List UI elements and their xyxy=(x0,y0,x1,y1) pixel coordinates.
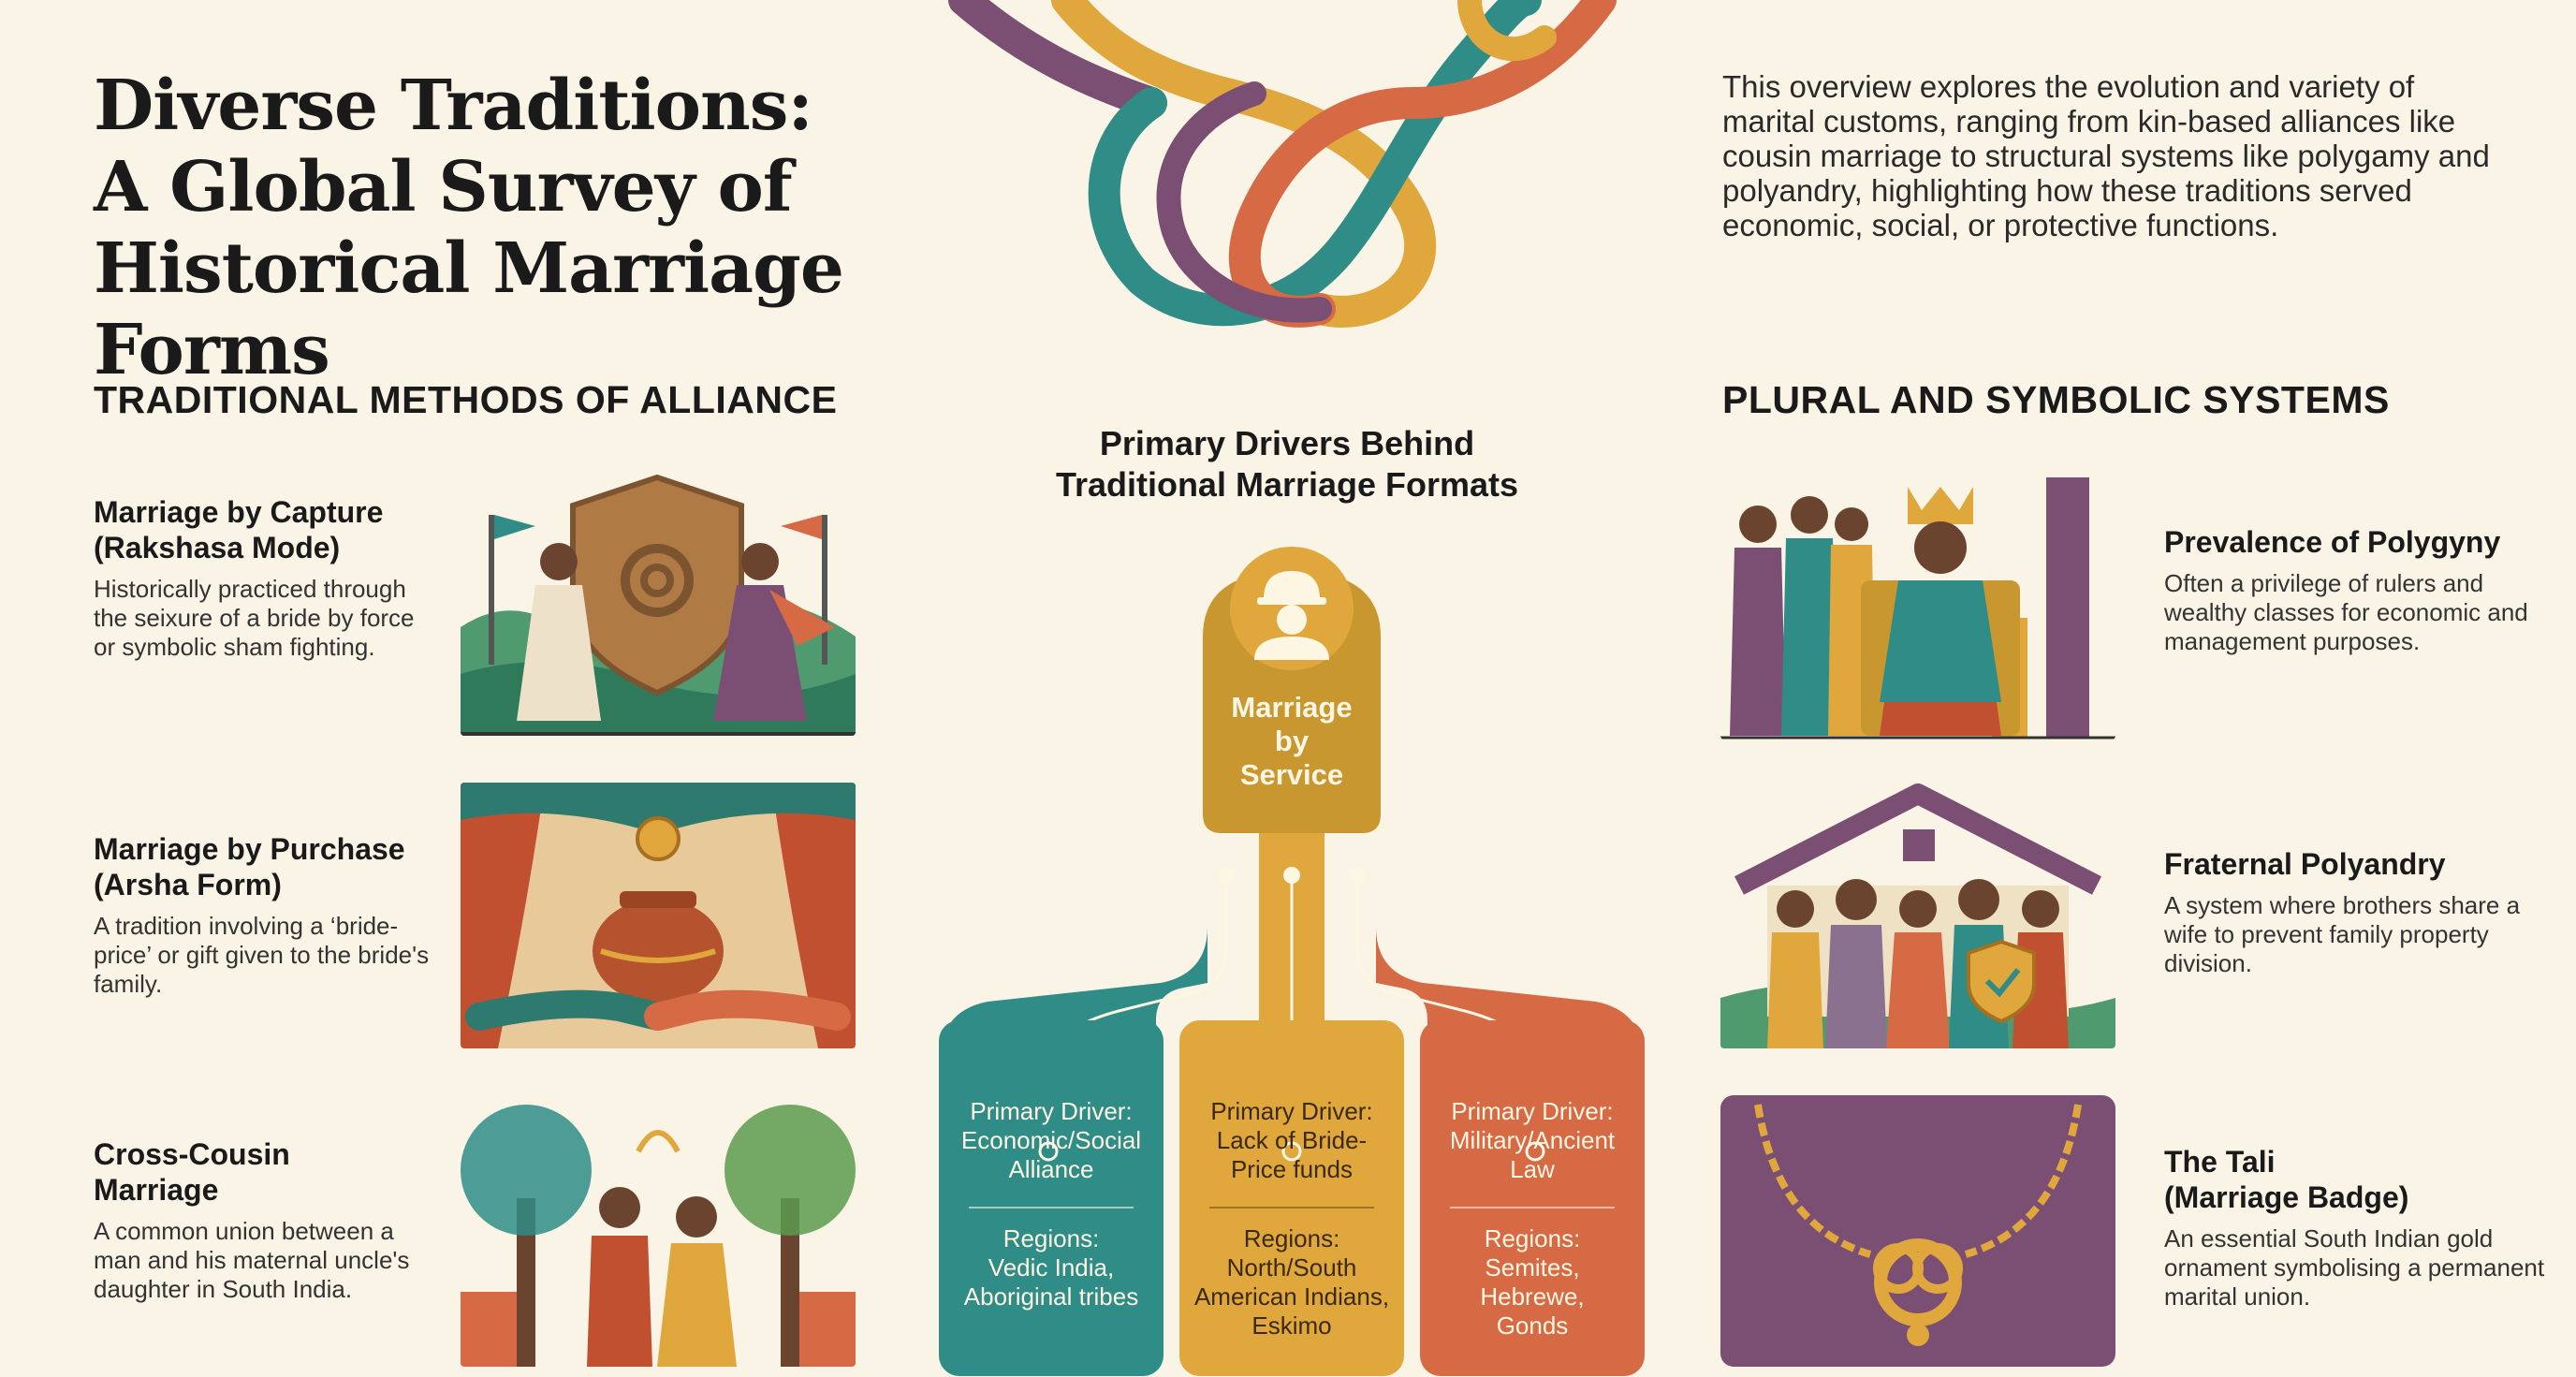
card-region-line: Eskimo xyxy=(1251,1311,1331,1340)
shield-knot-icon xyxy=(461,459,856,736)
left-item-purchase: Marriage by Purchase (Arsha Form) A trad… xyxy=(94,831,440,999)
couple-trees-icon xyxy=(461,1095,856,1367)
card-driver-line: Primary Driver: xyxy=(1210,1097,1372,1125)
right-section-heading: PLURAL AND SYMBOLIC SYSTEMS xyxy=(1722,378,2390,421)
item-title-line: (Rakshasa Mode) xyxy=(94,531,341,564)
left-section-heading: TRADITIONAL METHODS OF ALLIANCE xyxy=(94,378,838,421)
item-title-line: Fraternal Polyandry xyxy=(2164,847,2446,881)
item-title: Cross-Cousin Marriage xyxy=(94,1136,440,1208)
card-driver-line: Lack of Bride- xyxy=(1217,1126,1367,1154)
item-title-line: Cross-Cousin xyxy=(94,1137,290,1171)
interwoven-knot-icon xyxy=(948,0,1617,328)
gift-pot-icon xyxy=(461,783,856,1048)
title-line-1: Diverse Traditions: xyxy=(94,66,813,146)
card-driver-line: Law xyxy=(1510,1155,1555,1183)
card-region-line: Regions: xyxy=(1244,1224,1340,1252)
chart-title-line: Primary Drivers Behind xyxy=(1099,424,1475,462)
item-title: Fraternal Polyandry xyxy=(2164,846,2557,882)
root-label-line: Marriage xyxy=(1231,691,1352,724)
item-description: A common union between a man and his mat… xyxy=(94,1217,410,1303)
item-title-line: Marriage by Purchase xyxy=(94,832,405,866)
root-label-line: by xyxy=(1275,725,1310,757)
item-title: Marriage by Purchase (Arsha Form) xyxy=(94,831,440,902)
card-region-line: Aboriginal tribes xyxy=(964,1282,1138,1311)
item-title: Marriage by Capture (Rakshasa Mode) xyxy=(94,494,440,565)
left-item-cousin: Cross-Cousin Marriage A common union bet… xyxy=(94,1136,440,1304)
item-description: Historically practiced through the seixu… xyxy=(94,575,415,661)
item-description: A tradition involving a ‘bride-price’ or… xyxy=(94,912,430,998)
item-title-line: Marriage by Capture xyxy=(94,495,384,529)
item-title-line: The Tali xyxy=(2164,1145,2276,1179)
page-title: Diverse Traditions: A Global Survey of H… xyxy=(94,66,1048,391)
card-region-line: Hebrewe, xyxy=(1480,1282,1584,1311)
title-line-3: Historical Marriage Forms xyxy=(94,228,844,390)
card-region-line: Regions: xyxy=(1003,1224,1100,1252)
card-region-line: Vedic India, xyxy=(988,1253,1114,1282)
card-driver-line: Economic/Social xyxy=(961,1126,1141,1154)
right-item-polygyny: Prevalence of Polygyny Often a privilege… xyxy=(2164,524,2557,656)
card-driver-line: Primary Driver: xyxy=(1451,1097,1613,1125)
card-driver-line: Military/Ancient xyxy=(1450,1126,1616,1154)
card-region-line: Regions: xyxy=(1485,1224,1581,1252)
item-description: A system where brothers share a wife to … xyxy=(2164,891,2521,977)
item-title-line: (Arsha Form) xyxy=(94,868,282,901)
item-title-line: Prevalence of Polygyny xyxy=(2164,525,2501,559)
card-region-line: Gonds xyxy=(1497,1311,1569,1340)
card-region-line: North/South xyxy=(1227,1253,1357,1282)
card-driver-line: Price funds xyxy=(1231,1155,1353,1183)
card-region-line: Semites, xyxy=(1485,1253,1579,1282)
item-title: Prevalence of Polygyny xyxy=(2164,524,2557,560)
worker-icon xyxy=(1254,571,1329,660)
right-item-polyandry: Fraternal Polyandry A system where broth… xyxy=(2164,846,2557,978)
item-title-line: Marriage xyxy=(94,1173,219,1207)
gold-necklace-icon xyxy=(1720,1095,2115,1367)
chart-title-line: Traditional Marriage Formats xyxy=(1055,465,1519,504)
card-driver-line: Primary Driver: xyxy=(970,1097,1132,1125)
item-description: Often a privilege of rulers and wealthy … xyxy=(2164,569,2528,655)
card-region-line: American Indians, xyxy=(1194,1282,1389,1311)
drivers-flow-diagram: Marriage by Service Primary Driver: Econ… xyxy=(939,547,1645,1376)
item-title: The Tali (Marriage Badge) xyxy=(2164,1144,2557,1215)
king-wives-icon xyxy=(1720,468,2115,740)
chart-title: Primary Drivers Behind Traditional Marri… xyxy=(1016,423,1559,505)
card-driver-line: Alliance xyxy=(1008,1155,1093,1183)
item-title-line: (Marriage Badge) xyxy=(2164,1180,2409,1214)
right-item-tali: The Tali (Marriage Badge) An essential S… xyxy=(2164,1144,2557,1311)
root-label-line: Service xyxy=(1240,758,1343,791)
left-item-capture: Marriage by Capture (Rakshasa Mode) Hist… xyxy=(94,494,440,662)
title-line-2: A Global Survey of xyxy=(94,147,793,227)
item-description: An essential South Indian gold ornament … xyxy=(2164,1224,2545,1311)
house-family-icon xyxy=(1720,783,2115,1048)
intro-paragraph: This overview explores the evolution and… xyxy=(1722,69,2490,242)
